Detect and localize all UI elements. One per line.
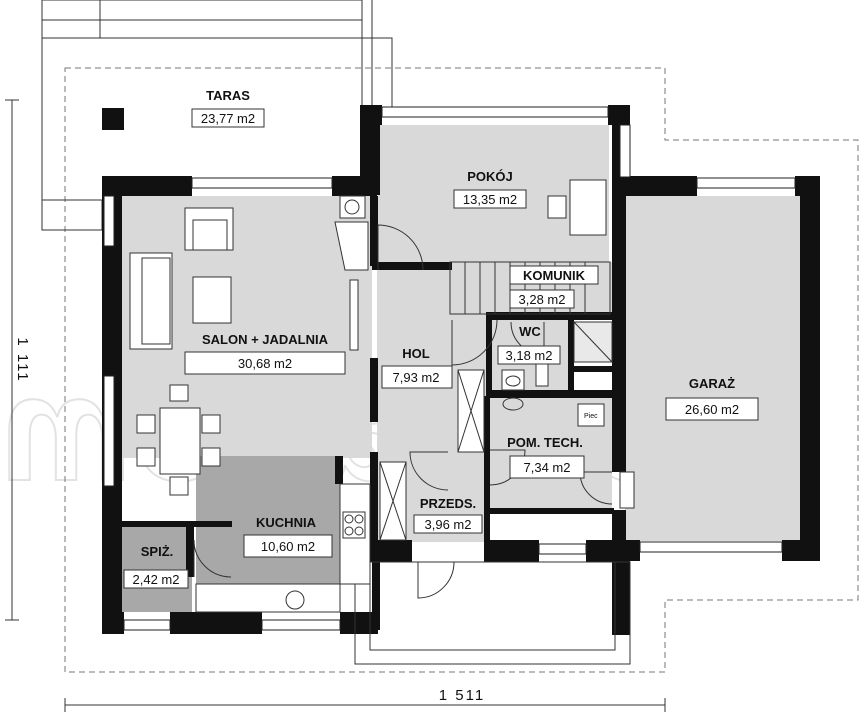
svg-text:KUCHNIA: KUCHNIA [256,515,317,530]
svg-text:3,28 m2: 3,28 m2 [519,292,566,307]
pokoj-desk [547,179,607,236]
svg-text:POM. TECH.: POM. TECH. [507,435,583,450]
wc-fixtures [501,321,613,427]
svg-text:POKÓJ: POKÓJ [467,169,513,184]
svg-text:23,77 m2: 23,77 m2 [201,111,255,126]
svg-text:10,60 m2: 10,60 m2 [261,539,315,554]
room-label-pokoj: POKÓJ 13,35 m2 [453,169,527,209]
roof-outline [64,67,859,673]
svg-text:SPIŻ.: SPIŻ. [141,544,174,559]
room-label-taras: TARAS 23,77 m2 [191,88,265,128]
kitchen-counter [195,483,371,613]
svg-text:PRZEDS.: PRZEDS. [420,496,476,511]
svg-text:HOL: HOL [402,346,430,361]
hall-wardrobe [379,369,485,541]
svg-text:26,60 m2: 26,60 m2 [685,402,739,417]
svg-text:WC: WC [519,324,541,339]
pergola [41,0,393,231]
svg-text:30,68 m2: 30,68 m2 [238,356,292,371]
svg-text:7,93 m2: 7,93 m2 [393,370,440,385]
room-label-komunik: KOMUNIK 3,28 m2 [509,265,599,309]
terrace-pillar [102,108,124,130]
svg-text:GARAŻ: GARAŻ [689,376,735,391]
room-label-kuchnia: KUCHNIA 10,60 m2 [243,515,333,558]
svg-text:3,96 m2: 3,96 m2 [425,517,472,532]
room-label-spiz: SPIŻ. 2,42 m2 [123,544,189,589]
svg-text:3,18 m2: 3,18 m2 [506,348,553,363]
svg-text:SALON + JADALNIA: SALON + JADALNIA [202,332,329,347]
salon-furniture [129,195,369,496]
room-label-salon: SALON + JADALNIA 30,68 m2 [184,332,346,375]
svg-text:2,42 m2: 2,42 m2 [133,572,180,587]
svg-text:TARAS: TARAS [206,88,250,103]
dimension-depth-value: 1 111 [14,337,31,382]
svg-text:KOMUNIK: KOMUNIK [523,268,586,283]
entrance-porch [354,561,631,665]
garage-floor [625,196,800,541]
room-label-garaz: GARAŻ 26,60 m2 [665,376,759,421]
svg-text:13,35 m2: 13,35 m2 [463,192,517,207]
dimension-width: 1 511 [64,687,666,712]
svg-text:7,34 m2: 7,34 m2 [524,460,571,475]
room-label-przedsionek: PRZEDS. 3,96 m2 [413,496,483,534]
room-label-hol: HOL 7,93 m2 [381,346,453,389]
kuchnia-floor [196,456,340,584]
room-label-wc: WC 3,18 m2 [497,324,561,365]
dimension-width-value: 1 511 [439,687,485,704]
windows [103,106,796,631]
boiler-label: Piec [584,413,598,420]
dimension-depth: 1 111 [5,99,31,621]
spiz-floor [122,526,192,612]
room-label-pomtech: POM. TECH. 7,34 m2 [507,435,585,479]
